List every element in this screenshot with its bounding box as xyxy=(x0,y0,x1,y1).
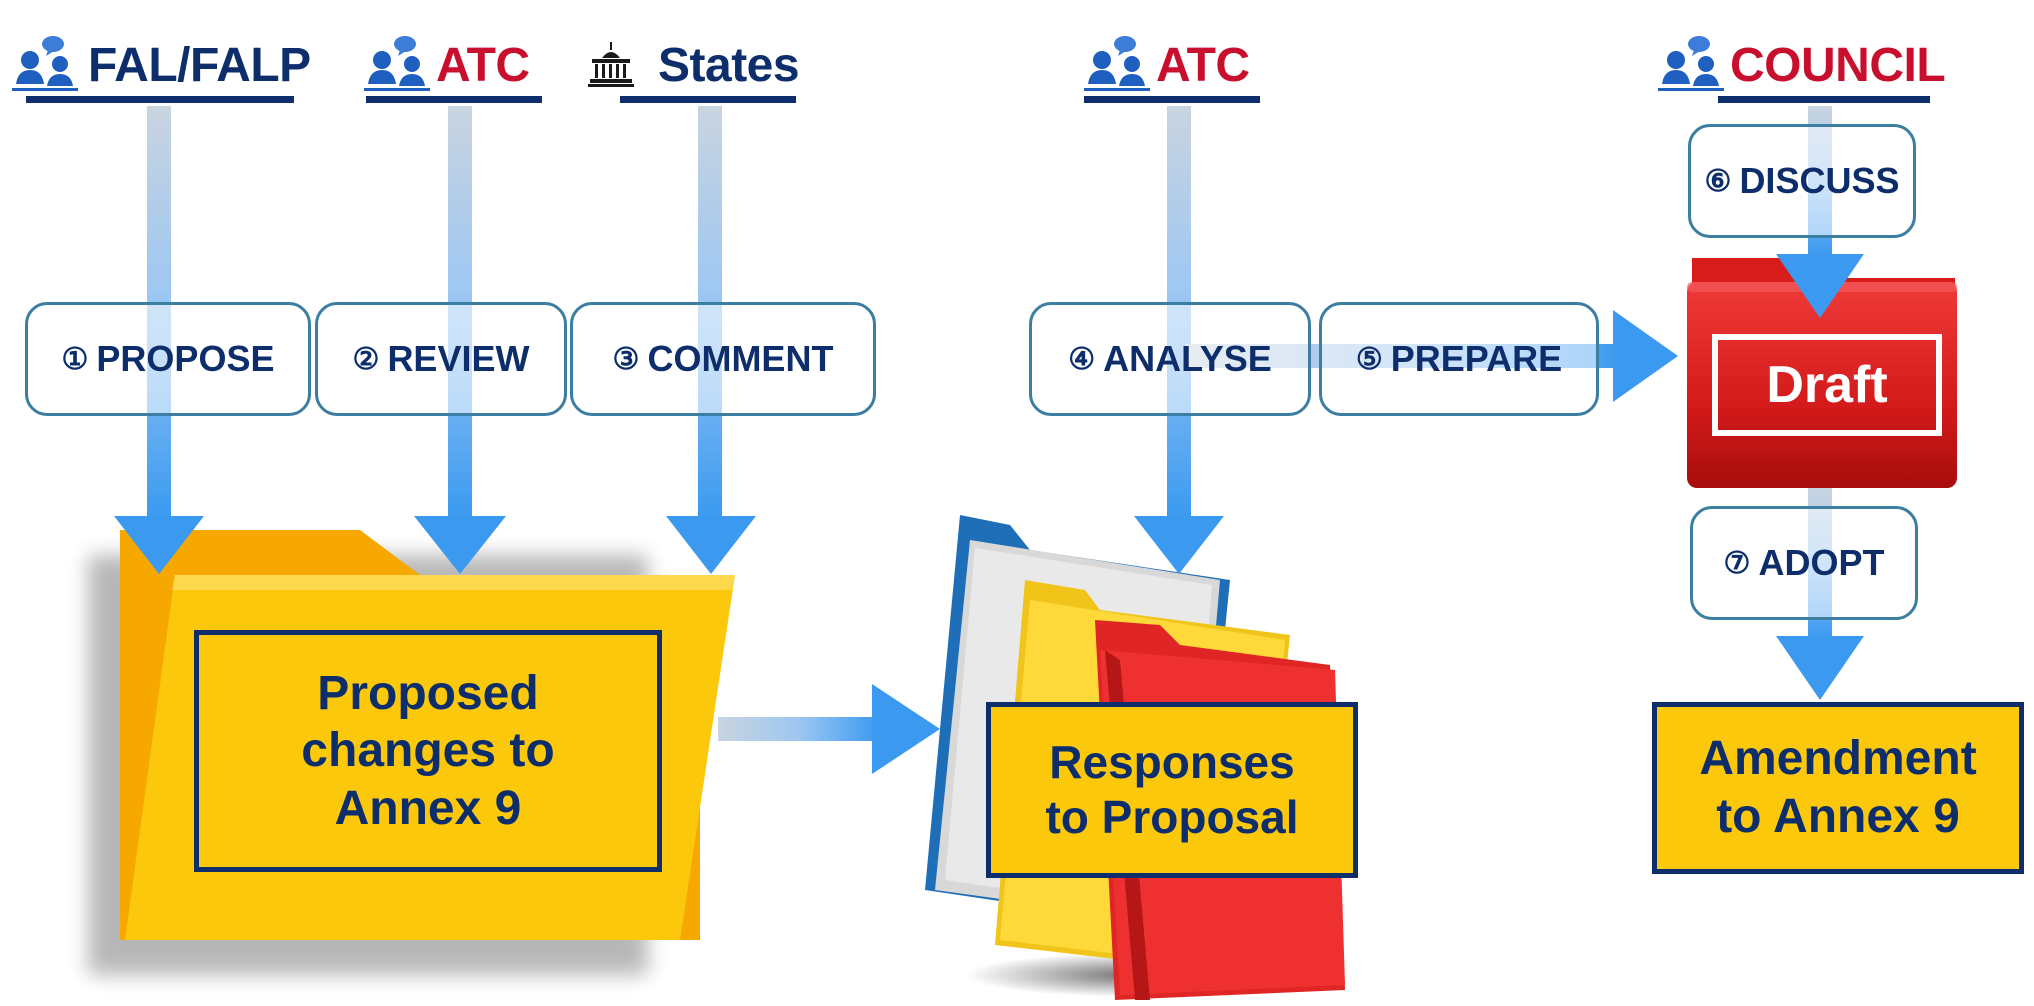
responses-line-2: to Proposal xyxy=(1045,791,1299,843)
amendment-text: Amendment to Annex 9 xyxy=(1699,730,1976,845)
responses-text: Responses to Proposal xyxy=(1045,735,1298,845)
proposed-changes-text: Proposed changes to Annex 9 xyxy=(301,665,554,838)
responses-line-1: Responses xyxy=(1049,735,1295,788)
responses-box: Responses to Proposal xyxy=(986,702,1358,878)
step-propose: ① PROPOSE xyxy=(25,302,311,416)
step-number: ① xyxy=(61,342,89,376)
amendment-box: Amendment to Annex 9 xyxy=(1652,702,2024,874)
step-label: PREPARE xyxy=(1390,338,1563,379)
actor-underline xyxy=(1084,96,1260,103)
step-review: ② REVIEW xyxy=(315,302,567,416)
proposed-line-3: Annex 9 xyxy=(334,781,522,835)
actor-council-label: COUNCIL xyxy=(1730,38,1946,92)
draft-label: Draft xyxy=(1712,334,1942,436)
step-number: ⑦ xyxy=(1723,546,1751,580)
actor-council: COUNCIL xyxy=(1656,30,1946,100)
step-label: ADOPT xyxy=(1758,542,1885,583)
step-comment: ③ COMMENT xyxy=(570,302,876,416)
actor-underline xyxy=(620,96,796,103)
step-number: ② xyxy=(352,342,380,376)
step-adopt: ⑦ ADOPT xyxy=(1690,506,1918,620)
people-group-icon xyxy=(1658,36,1724,91)
actor-fal-falp-label: FAL/FALP xyxy=(88,38,311,92)
proposed-changes-box: Proposed changes to Annex 9 xyxy=(194,630,662,872)
actor-atc-label: ATC xyxy=(436,38,530,92)
step-discuss: ⑥ DISCUSS xyxy=(1688,124,1916,238)
actor-states-label: States xyxy=(658,38,800,92)
step-analyse: ④ ANALYSE xyxy=(1029,302,1311,416)
amendment-line-2: to Annex 9 xyxy=(1716,790,1960,843)
step-label: DISCUSS xyxy=(1739,160,1900,201)
actor-states: States xyxy=(586,30,800,100)
step-number: ③ xyxy=(612,342,640,376)
actor-atc-label: ATC xyxy=(1156,38,1250,92)
step-label: ANALYSE xyxy=(1103,338,1272,379)
proposed-line-1: Proposed xyxy=(317,666,539,720)
actor-atc-1: ATC xyxy=(362,30,530,100)
people-group-icon xyxy=(12,36,78,91)
actor-underline xyxy=(1718,96,1930,103)
draft-folder xyxy=(1687,258,1957,488)
actor-underline xyxy=(366,96,542,103)
government-building-icon xyxy=(588,42,634,87)
actor-fal-falp: FAL/FALP xyxy=(10,30,311,100)
actor-underline xyxy=(26,96,294,103)
step-label: REVIEW xyxy=(387,338,530,379)
step-prepare: ⑤ PREPARE xyxy=(1319,302,1599,416)
proposed-line-2: changes to xyxy=(301,724,555,778)
step-label: COMMENT xyxy=(647,338,834,379)
step-number: ⑤ xyxy=(1355,342,1383,376)
people-group-icon xyxy=(1084,36,1150,91)
actor-atc-2: ATC xyxy=(1082,30,1250,100)
arrow-to-responses xyxy=(718,684,940,774)
step-label: PROPOSE xyxy=(96,338,275,379)
step-number: ④ xyxy=(1068,342,1096,376)
step-number: ⑥ xyxy=(1704,164,1732,198)
people-group-icon xyxy=(364,36,430,91)
amendment-line-1: Amendment xyxy=(1699,732,1977,786)
